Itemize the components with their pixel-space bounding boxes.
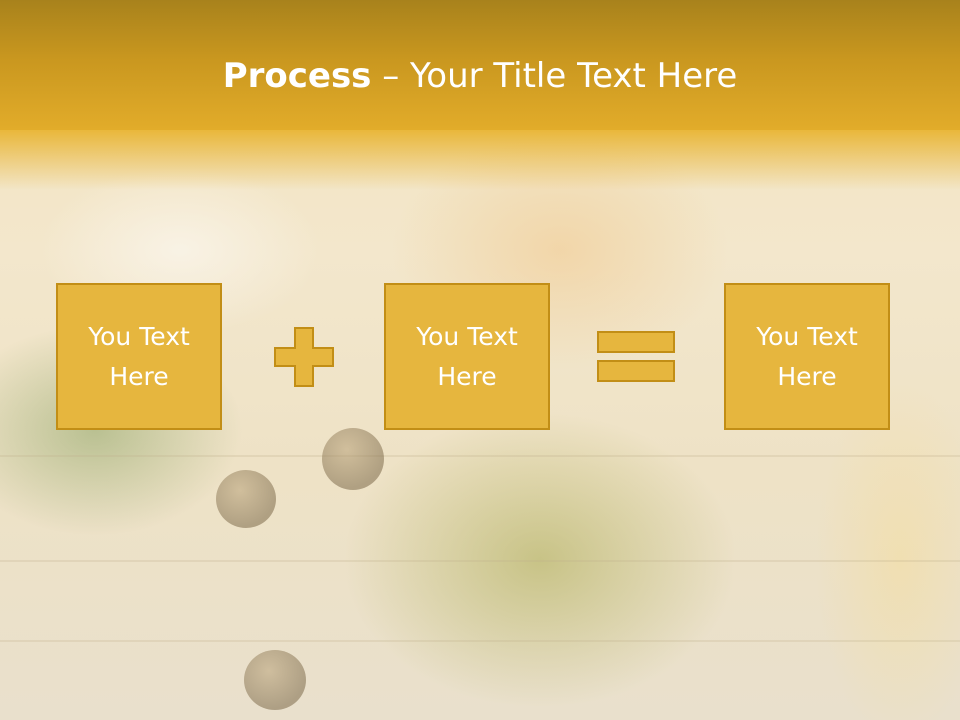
plus-icon	[273, 326, 335, 388]
wood-plank-line	[0, 640, 960, 642]
process-box-1-line1: You Text	[88, 321, 190, 351]
peppercorn	[244, 650, 306, 710]
process-box-2: You Text Here	[384, 283, 550, 430]
process-box-1-line2: Here	[109, 361, 169, 391]
title-banner	[0, 0, 960, 130]
process-box-3-line1: You Text	[756, 321, 858, 351]
process-box-2-line1: You Text	[416, 321, 518, 351]
process-box-3: You Text Here	[724, 283, 890, 430]
process-box-2-line2: Here	[437, 361, 497, 391]
process-box-1: You Text Here	[56, 283, 222, 430]
slide-title: Process – Your Title Text Here	[0, 54, 960, 98]
peppercorn	[216, 470, 276, 528]
slide-title-rest: – Your Title Text Here	[371, 56, 738, 96]
peppercorn	[322, 428, 384, 490]
process-box-3-line2: Here	[777, 361, 837, 391]
slide-title-bold: Process	[222, 56, 372, 96]
wood-plank-line	[0, 560, 960, 562]
wood-plank-line	[0, 455, 960, 457]
title-banner-fade	[0, 130, 960, 190]
equals-icon	[597, 331, 677, 383]
